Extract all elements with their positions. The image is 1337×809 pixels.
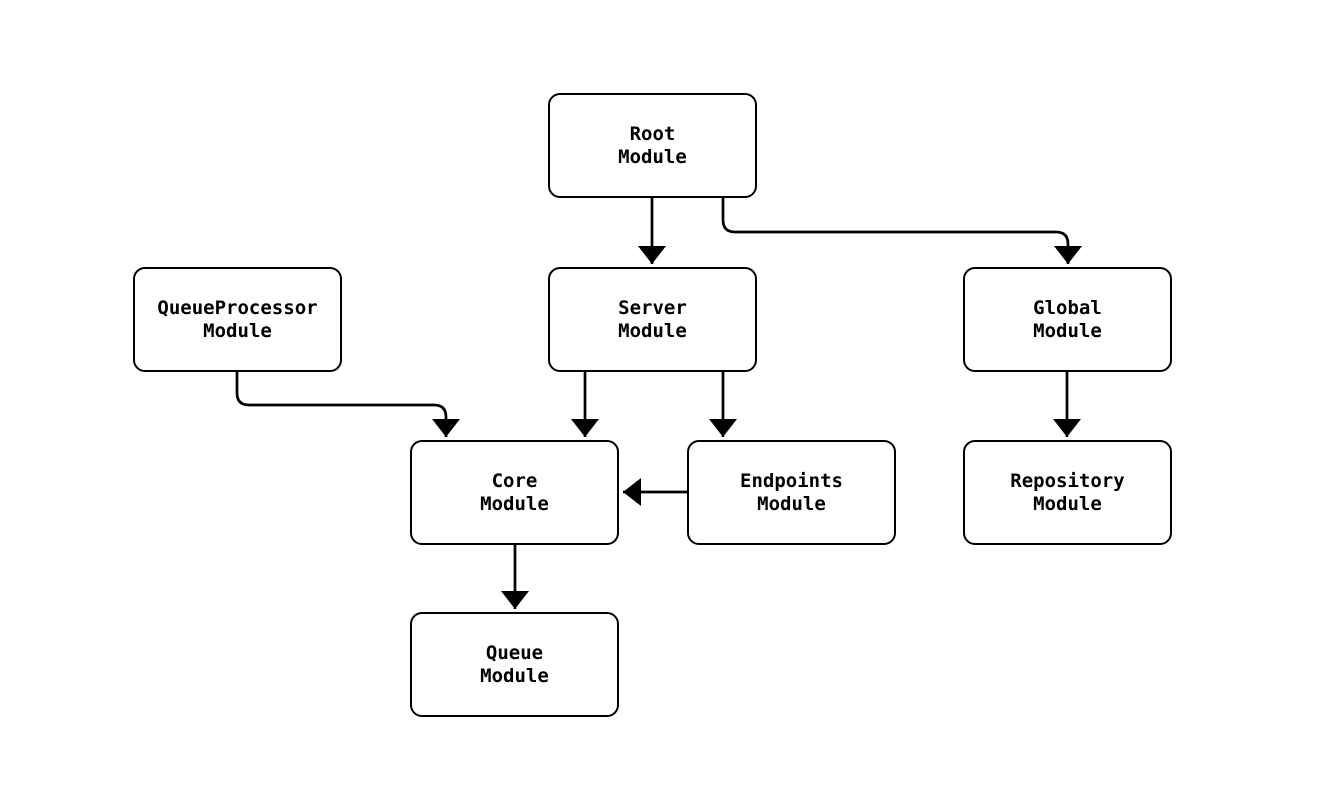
node-server-module-label: Server Module — [618, 296, 687, 342]
node-endpoints-module: Endpoints Module — [687, 440, 896, 545]
node-queue-module-label: Queue Module — [480, 641, 549, 687]
node-endpoints-module-label: Endpoints Module — [740, 469, 843, 515]
node-root-module-label: Root Module — [618, 122, 687, 168]
node-core-module: Core Module — [410, 440, 619, 545]
node-repository-module-label: Repository Module — [1010, 469, 1125, 515]
node-server-module: Server Module — [548, 267, 757, 372]
node-queueprocessor-module: QueueProcessor Module — [133, 267, 342, 372]
node-global-module-label: Global Module — [1033, 296, 1102, 342]
edge-queueprocessor-to-core — [235, 372, 460, 437]
node-core-module-label: Core Module — [480, 469, 549, 515]
node-queueprocessor-module-label: QueueProcessor Module — [157, 296, 318, 342]
node-root-module: Root Module — [548, 93, 757, 198]
node-queue-module: Queue Module — [410, 612, 619, 717]
node-repository-module: Repository Module — [963, 440, 1172, 545]
node-global-module: Global Module — [963, 267, 1172, 372]
edge-root-to-global — [721, 198, 1082, 264]
